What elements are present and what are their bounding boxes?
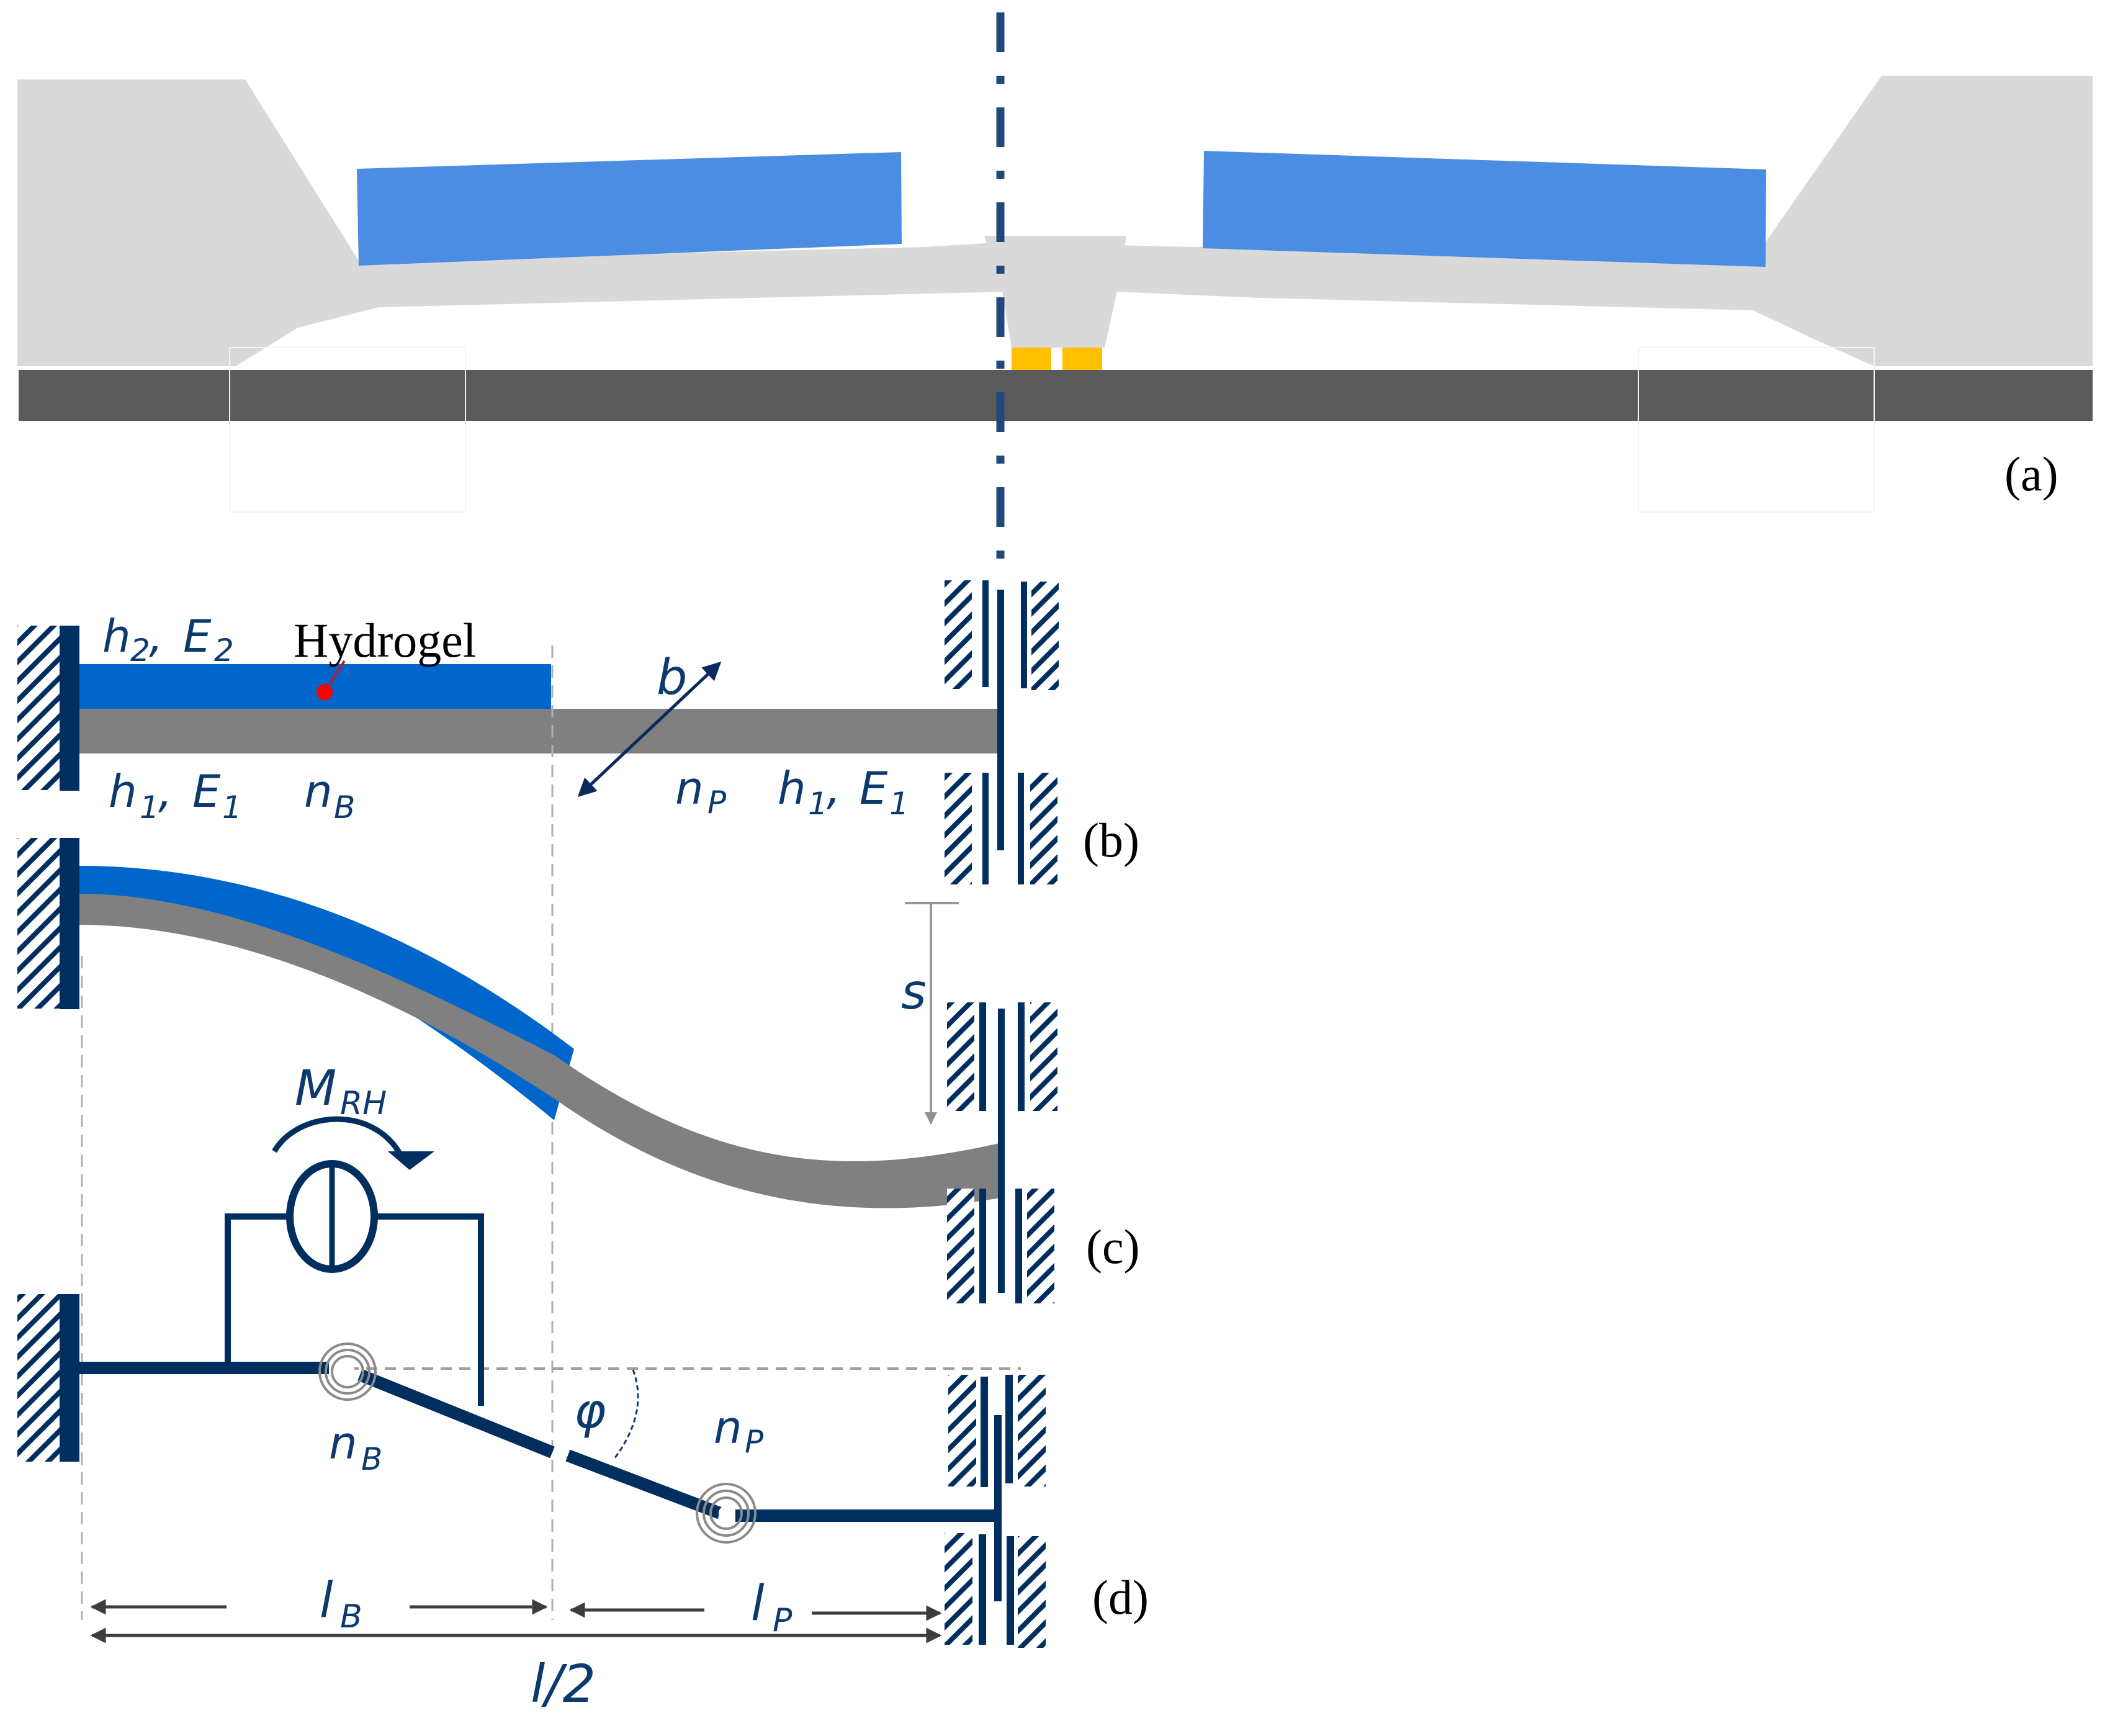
membrane-right: [1117, 76, 2093, 366]
svg-text:B: B: [334, 789, 355, 825]
svg-text:1: 1: [222, 789, 242, 825]
svg-text:E: E: [192, 765, 221, 817]
svg-text:E: E: [183, 610, 212, 662]
svg-text:n: n: [329, 1417, 357, 1469]
panel-c: s (c): [17, 838, 1140, 1303]
panel-c-label: (c): [1086, 1220, 1140, 1274]
slider-rod-c: [998, 1009, 1005, 1293]
slider-rod-b: [997, 590, 1004, 850]
hydrogel-block-right: [1203, 151, 1766, 267]
label-h1-E1-left: h 1 , E 1: [109, 765, 242, 825]
hydrogel-marker: [316, 684, 333, 700]
svg-text:E: E: [860, 762, 888, 814]
panel-b: Hydrogel h 2 , E 2 h 1 , E 1 n B b n P h…: [17, 580, 1139, 884]
membrane-left: [17, 79, 1005, 366]
wall-plate-c: [60, 838, 79, 1009]
guide-c: [947, 1002, 1057, 1303]
hydrogel-layer-c: [79, 866, 574, 1120]
faint-box-right: [1638, 347, 1875, 513]
panel-d-label: (d): [1092, 1570, 1149, 1624]
hydrogel-layer-b: [79, 664, 551, 709]
svg-text:P: P: [707, 785, 727, 821]
svg-text:l: l: [320, 1573, 333, 1629]
label-hydrogel: Hydrogel: [294, 613, 477, 667]
svg-text:M: M: [295, 1061, 336, 1117]
panel-a-label: (a): [2004, 447, 2058, 501]
svg-text:,: ,: [149, 610, 163, 662]
svg-text:P: P: [773, 1602, 792, 1639]
wall-hatch-c: [17, 838, 60, 1009]
panel-b-label: (b): [1083, 813, 1139, 867]
link-bimorph: [357, 1369, 555, 1459]
width-arrow-b: [577, 661, 722, 798]
svg-text:P: P: [745, 1424, 764, 1460]
svg-text:1: 1: [889, 786, 909, 822]
link-passive: [565, 1449, 722, 1519]
label-h1-E1-right: h 1 , E 1: [778, 762, 909, 822]
label-nP-d: n P: [714, 1401, 764, 1460]
spring-joint-nP-icon: [696, 1483, 756, 1544]
panel-d: M RH φ n B n P: [17, 1061, 1149, 1714]
label-l-half: l/2: [531, 1653, 596, 1714]
spring-joint-nB-icon: [318, 1342, 377, 1401]
svg-text:1: 1: [808, 786, 828, 822]
wall-hatch-d: [17, 1294, 60, 1462]
svg-text:h: h: [102, 610, 131, 662]
label-b: b: [657, 650, 688, 706]
label-nB-d: n B: [329, 1417, 382, 1477]
label-lP: l P: [751, 1576, 792, 1639]
label-nB-b: n B: [304, 765, 355, 825]
contact-pad-left: [1012, 348, 1051, 370]
svg-text:n: n: [675, 762, 704, 814]
wall-hatch-b: [17, 626, 61, 790]
faint-box-left: [229, 347, 466, 513]
panel-a: (a): [17, 76, 2093, 513]
angle-arc-icon: [613, 1369, 639, 1459]
guide-b: [945, 580, 1059, 884]
slider-rod-d: [994, 1415, 1002, 1601]
label-phi: φ: [574, 1383, 606, 1439]
guide-d: [945, 1375, 1046, 1648]
moment-arrow-icon: [272, 1116, 403, 1156]
svg-text:l: l: [751, 1576, 765, 1632]
hydrogel-block-left: [357, 152, 902, 266]
svg-text:n: n: [714, 1401, 742, 1454]
svg-text:,: ,: [827, 762, 841, 814]
beam-b: [79, 709, 1001, 753]
label-h2-E2: h 2 , E 2: [102, 610, 234, 668]
svg-text:B: B: [361, 1441, 382, 1477]
contact-pad-right: [1062, 348, 1102, 370]
svg-text:h: h: [109, 765, 137, 817]
svg-text:2: 2: [130, 632, 150, 668]
label-s: s: [901, 965, 927, 1020]
beam-c: [79, 894, 1000, 1208]
label-M-RH: M RH: [295, 1061, 387, 1122]
svg-text:2: 2: [214, 632, 234, 668]
svg-text:n: n: [304, 765, 333, 817]
center-boss: [984, 236, 1126, 348]
moment-source-icon: [286, 1160, 378, 1273]
label-nP-b: n P: [675, 762, 727, 821]
wall-plate-d: [60, 1294, 79, 1462]
hydrogel-leader-line: [326, 660, 346, 689]
moment-arrowhead: [388, 1151, 434, 1170]
wall-plate-b: [60, 626, 79, 791]
svg-text:B: B: [340, 1598, 362, 1635]
svg-text:RH: RH: [340, 1085, 387, 1122]
label-lB: l B: [320, 1573, 362, 1635]
svg-text:,: ,: [158, 765, 173, 817]
svg-text:h: h: [778, 762, 806, 814]
substrate: [19, 370, 2093, 421]
svg-text:1: 1: [140, 789, 159, 825]
moment-frame: [225, 1213, 484, 1406]
